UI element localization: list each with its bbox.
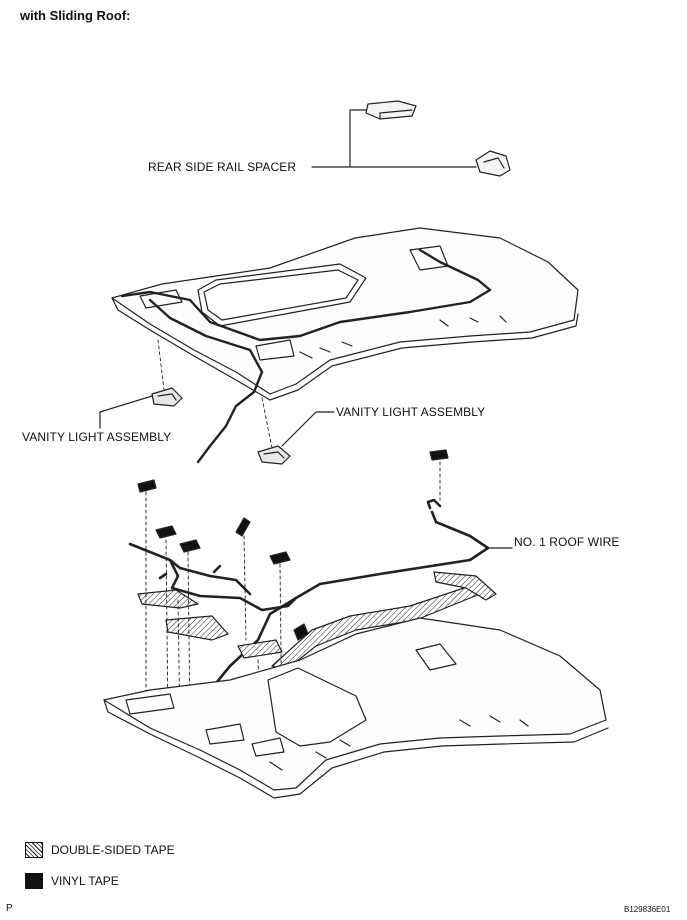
corner-marker: P [6,903,13,914]
double-sided-tape-strips [137,571,497,671]
diagram-title: with Sliding Roof: [20,8,131,23]
figure-id: B129836E01 [624,905,671,914]
headliner-upper [111,227,579,464]
no1-roof-wire-harness [128,498,513,710]
lower-sunroof-opening [267,667,367,747]
legend-label: VINYL TAPE [51,874,119,888]
label-vanity-light-right: VANITY LIGHT ASSEMBLY [336,405,486,419]
rear-side-rail-spacer-lower [475,150,511,177]
rear-side-rail-spacer-upper [365,100,417,120]
spacer-leader-line [311,109,477,168]
assembly-drop-lines [157,339,273,449]
solid-swatch-icon [25,873,43,889]
sunroof-opening [197,263,367,327]
vanity-right-leader [281,411,335,447]
legend-label: DOUBLE-SIDED TAPE [51,843,175,857]
vanity-light-right [257,445,291,465]
vinyl-tape-pieces [137,449,449,641]
label-vanity-light-left: VANITY LIGHT ASSEMBLY [22,430,172,444]
headliner-lower [103,617,609,799]
vanity-light-left [151,387,183,407]
vanity-left-leader [99,395,153,429]
hatch-swatch-icon [25,842,43,858]
legend-vinyl-tape: VINYL TAPE [25,873,119,889]
label-no1-roof-wire: NO. 1 ROOF WIRE [514,535,620,549]
legend-double-sided-tape: DOUBLE-SIDED TAPE [25,842,175,858]
label-rear-side-rail-spacer: REAR SIDE RAIL SPACER [148,160,297,174]
